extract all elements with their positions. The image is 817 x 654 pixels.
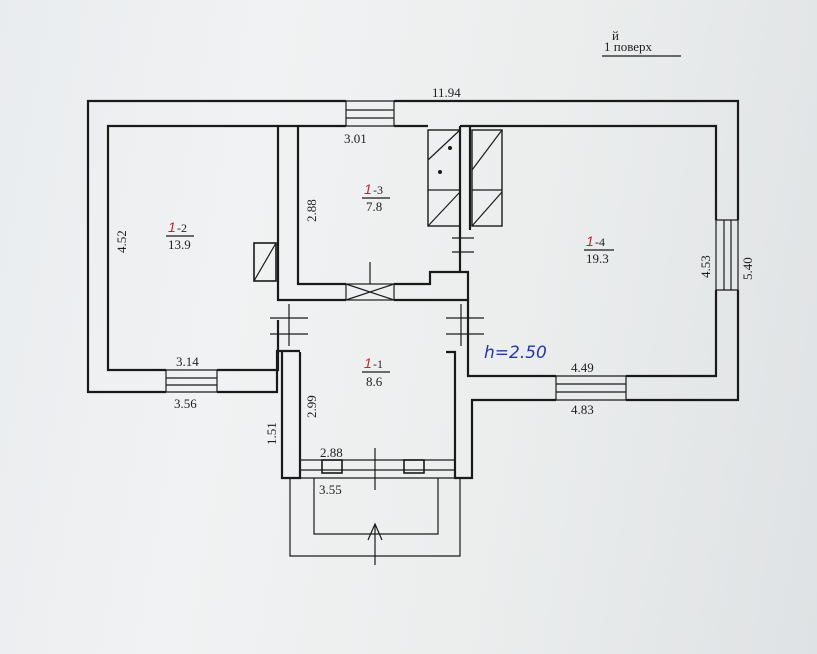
floor-superscript: й [612,28,619,43]
room3-bottom-wall [394,270,470,302]
door-room3-utility [452,228,474,262]
dim-room2-inner-width: 3.14 [176,354,199,369]
dim-top-width: 11.94 [432,85,461,100]
ceiling-height-annotation: h=2.50 [484,343,547,363]
room-2-suffix: -2 [177,221,187,235]
dim-entry-outer-width: 3.55 [319,482,342,497]
dim-porch-depth: 1.51 [264,422,279,445]
room2-outer-wall [86,99,346,394]
right-wall-lower [626,290,740,402]
room-label-1: 1 -1 8.6 [362,355,390,389]
door-room2-room1 [270,304,308,346]
door-room3-room1 [345,262,395,301]
room-label-2: 1 -2 13.9 [166,219,194,252]
entrance-threshold [282,448,472,490]
stove-room2 [253,242,277,282]
dim-window-top: 3.01 [344,131,367,146]
room-1-area: 8.6 [366,374,383,389]
dim-room4-outer-height: 5.40 [740,257,755,280]
dim-room4-inner-height: 4.53 [698,255,713,278]
dim-room3-height: 2.88 [304,199,319,222]
window-room4-bottom [555,375,627,401]
door-room4-room1 [446,304,484,346]
room4-lower-wall [446,300,556,480]
window-room2 [165,369,218,393]
room-3-area: 7.8 [366,199,382,214]
floor-label: 1 поверх [604,39,653,54]
dim-room1-height: 2.99 [304,395,319,418]
room-4-prefix: 1 [586,233,594,249]
dim-room2-height: 4.52 [114,230,129,253]
room-2-area: 13.9 [168,237,191,252]
dim-room4-inner-width: 4.49 [571,360,594,375]
room-1-prefix: 1 [364,355,372,371]
entry-arrow-icon [367,522,383,565]
dim-entry-inner-width: 2.88 [320,445,343,460]
room-4-area: 19.3 [586,251,609,266]
room1-left-wall [280,351,302,480]
room-label-3: 1 -3 7.8 [362,181,390,214]
room-label-4: 1 -4 19.3 [584,233,614,266]
room3-room4-partition [458,126,472,272]
dim-room2-outer-width: 3.56 [174,396,197,411]
room-3-suffix: -3 [373,183,383,197]
window-room4-right [715,219,739,291]
stove-fixtures [427,129,503,227]
dim-room4-outer-width: 4.83 [571,402,594,417]
room2-inner-wall [106,124,346,372]
window-top [345,100,395,127]
room-3-prefix: 1 [364,181,372,197]
room-4-suffix: -4 [595,235,605,249]
room-2-prefix: 1 [168,219,176,235]
top-wall-right [394,99,740,220]
room2-room3-partition [276,126,346,302]
room-1-suffix: -1 [373,357,383,371]
